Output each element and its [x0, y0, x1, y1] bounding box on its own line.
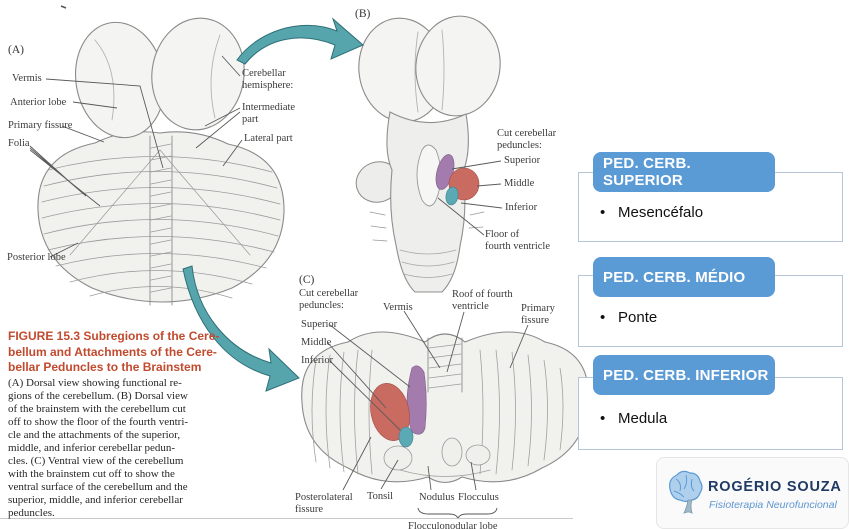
label-middle-c: Middle: [301, 337, 332, 348]
bullet-icon: [600, 410, 618, 427]
label-flocculonodular-lobe: Flocculonodular lobe: [408, 521, 498, 529]
callout-inferior-bullet-text: Medula: [618, 410, 668, 427]
callout-inferior-header: PED. CERB. INFERIOR: [593, 355, 775, 395]
bullet-icon: [600, 204, 618, 221]
label-roof-fourth-ventricle: Roof of fourth ventricle: [452, 289, 513, 313]
callout-medio-bullet-text: Ponte: [618, 309, 658, 326]
panel-c-drawing: [301, 331, 589, 484]
label-superior-b: Superior: [504, 155, 541, 166]
label-primary-fissure-c: Primary fissure: [521, 303, 555, 327]
panel-a-tag: (A): [8, 44, 24, 56]
label-folia: Folia: [8, 138, 30, 149]
callout-medio-header: PED. CERB. MÉDIO: [593, 257, 775, 297]
callout-medio-bullet: Ponte: [600, 309, 657, 326]
label-tonsil: Tonsil: [367, 491, 394, 502]
label-cut-peduncles-b: Cut cerebellar peduncles:: [497, 128, 557, 152]
arrow-a-to-c: [182, 265, 300, 392]
stray-mark: [60, 5, 67, 9]
label-primary-fissure-a: Primary fissure: [8, 120, 73, 131]
label-middle-b: Middle: [504, 178, 535, 189]
panel-b-tag: (B): [355, 8, 371, 20]
panel-a-drawing: [37, 17, 285, 306]
callout-superior-header: PED. CERB. SUPERIOR: [593, 152, 775, 192]
peduncle-inferior-b: [445, 186, 459, 206]
arrow-a-to-b: [236, 17, 364, 65]
label-cut-peduncles-c: Cut cerebellar peduncles:: [299, 288, 359, 312]
label-flocculus: Flocculus: [458, 492, 499, 503]
callout-superior-bullet: Mesencéfalo: [600, 204, 703, 221]
callout-superior-bullet-text: Mesencéfalo: [618, 204, 704, 221]
logo-name: ROGÉRIO SOUZA: [708, 479, 842, 495]
label-floor-fourth-ventricle: Floor of fourth ventricle: [485, 229, 551, 253]
bullet-icon: [600, 309, 618, 326]
panel-c-tag: (C): [299, 274, 315, 286]
label-nodulus: Nodulus: [419, 492, 455, 503]
panel-b-drawing: [355, 15, 501, 293]
peduncle-superior-c: [406, 365, 427, 435]
label-inferior-b: Inferior: [505, 202, 538, 213]
label-inferior-c: Inferior: [301, 355, 334, 366]
logo-subtitle: Fisioterapia Neurofuncional: [709, 499, 837, 511]
label-posterior-lobe: Posterior lobe: [7, 252, 66, 263]
figure-caption-title: FIGURE 15.3 Subregions of the Cere- bell…: [8, 329, 220, 375]
peduncle-middle-c: [370, 383, 410, 441]
label-vermis-c: Vermis: [383, 302, 413, 313]
label-posterolateral-fissure: Posterolateral fissure: [295, 492, 353, 516]
leader-lines: [29, 55, 529, 491]
label-lateral-part: Lateral part: [244, 133, 293, 144]
bottom-rule: [0, 518, 573, 519]
label-intermediate-part: Intermediate part: [242, 102, 296, 126]
callout-inferior-bullet: Medula: [600, 410, 667, 427]
label-superior-c: Superior: [301, 319, 338, 330]
label-vermis-a: Vermis: [12, 73, 42, 84]
label-cerebellar-hemisphere: Cerebellar hemisphere:: [242, 68, 294, 92]
label-anterior-lobe: Anterior lobe: [10, 97, 67, 108]
brace: [417, 507, 498, 520]
figure-caption-body: (A) Dorsal view showing functional re- g…: [8, 377, 189, 519]
brain-icon: [669, 470, 703, 514]
peduncle-inferior-c: [398, 426, 414, 448]
